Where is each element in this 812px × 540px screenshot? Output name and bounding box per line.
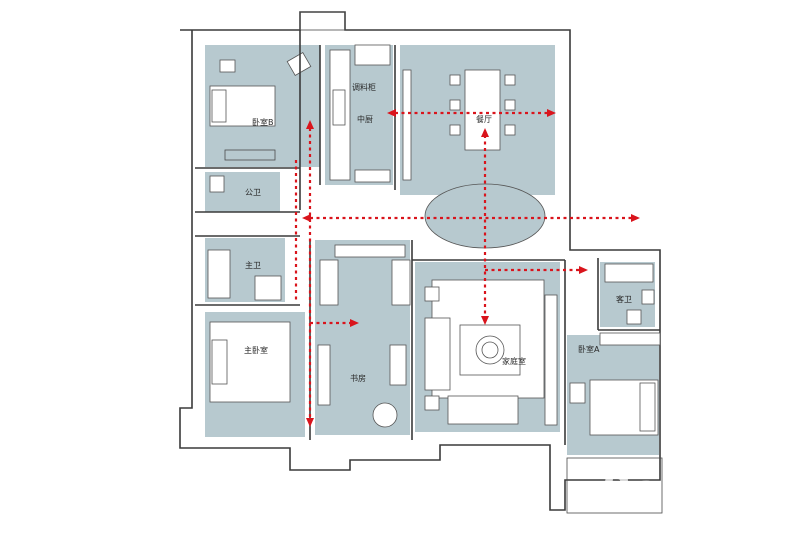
sofa-icon: [424, 317, 451, 391]
interior-walls: [195, 30, 660, 445]
label-middle-kitchen: 中厨: [357, 114, 373, 124]
label-family-room: 家庭室: [502, 356, 526, 366]
label-main-bath: 主卫: [245, 260, 261, 270]
label-master-bedroom: 主卧室: [244, 345, 268, 355]
label-study: 书房: [350, 373, 366, 383]
armchair-icon: [286, 52, 312, 76]
dining-table-icon: [464, 69, 501, 151]
circulation-routes: [294, 109, 640, 427]
label-bedroom-a: 卧室A: [578, 344, 600, 354]
label-bedroom-b: 卧室B: [252, 117, 274, 127]
label-dining: 餐厅: [476, 115, 492, 124]
watermark-logo: Bo: [600, 467, 658, 513]
exterior-walls: [179, 11, 661, 511]
label-guest-bath: 客卫: [616, 294, 632, 304]
label-public-bath: 公卫: [245, 188, 261, 197]
label-spice-cabinet: 调料柜: [352, 82, 376, 92]
